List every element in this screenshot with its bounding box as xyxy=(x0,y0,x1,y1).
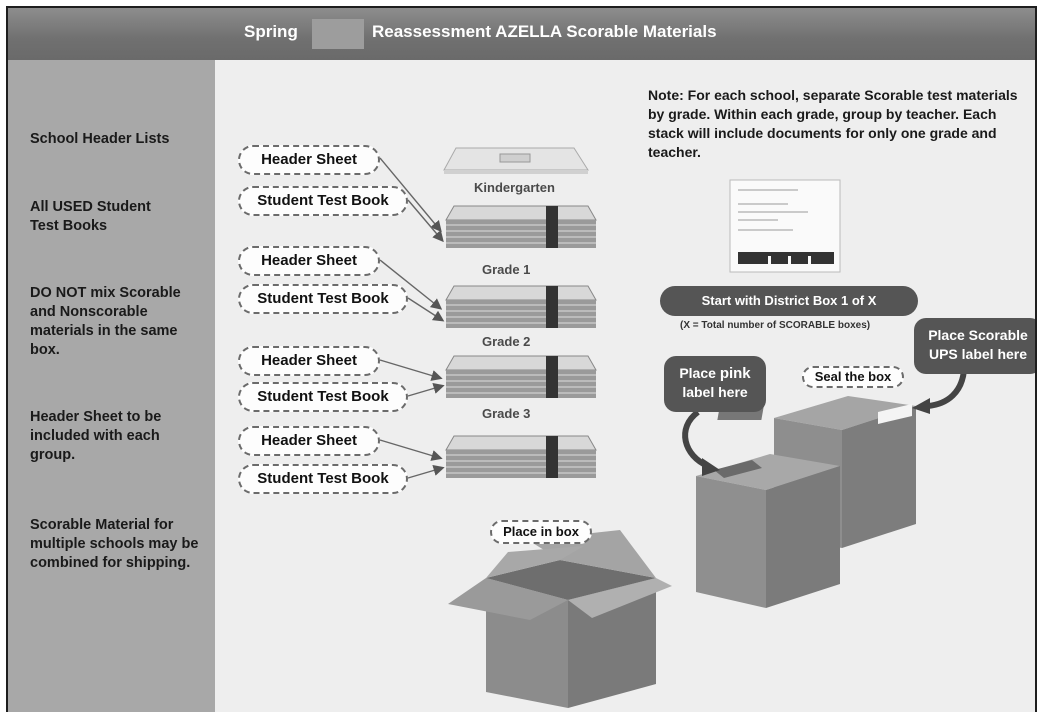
pink-label-text-c: label here xyxy=(682,384,748,400)
sidebar-item-used-books: All USED Student Test Books xyxy=(30,199,151,234)
district-box-pill: Start with District Box 1 of X xyxy=(660,286,918,316)
kindergarten-header-sheet-icon xyxy=(443,147,589,174)
caption-grade1: Grade 1 xyxy=(482,262,531,277)
caption-grade2: Grade 2 xyxy=(482,334,531,349)
caption-kindergarten: Kindergarten xyxy=(474,180,555,195)
open-box-icon xyxy=(448,530,672,708)
sidebar-item-header-sheet: Header Sheet to be included with each gr… xyxy=(30,409,162,463)
district-box-subtext: (X = Total number of SCORABLE boxes) xyxy=(680,320,871,331)
note-text: Note: For each school, separate Scorable… xyxy=(648,87,1018,160)
diagram-frame: Spring Reassessment AZELLA Scorable Mate… xyxy=(6,6,1037,712)
student-test-book-pill-1: Student Test Book xyxy=(238,284,408,314)
student-test-book-pill-k: Student Test Book xyxy=(238,186,408,216)
header-sheet-pill-2: Header Sheet xyxy=(238,346,380,376)
place-in-box-label: Place in box xyxy=(490,520,592,544)
title-bar: Spring Reassessment AZELLA Scorable Mate… xyxy=(8,8,1035,60)
title-right: Reassessment AZELLA Scorable Materials xyxy=(372,22,717,41)
stack-grade2-icon xyxy=(445,355,597,398)
ups-label-callout: Place Scorable UPS label here xyxy=(914,318,1035,374)
shipping-label-icon xyxy=(729,179,841,273)
header-sheet-pill-1: Header Sheet xyxy=(238,246,380,276)
pink-label-word: pink xyxy=(719,365,751,382)
pink-label-arrow xyxy=(682,409,710,469)
pill-to-stack-arrows xyxy=(379,157,445,479)
front-sealed-box-icon xyxy=(696,454,840,608)
stack-grade1-icon xyxy=(445,285,597,328)
sidebar-item-header-lists: School Header Lists xyxy=(30,131,170,147)
illustration-layer xyxy=(379,147,967,708)
pink-label-text-a: Place xyxy=(679,365,720,381)
pink-label-callout: Place pink label here xyxy=(664,356,766,412)
sidebar-item-do-not-mix: DO NOT mix Scorable and Nonscorable mate… xyxy=(30,285,181,358)
sidebar: School Header Lists All USED Student Tes… xyxy=(8,60,215,712)
sidebar-item-multiple-schools: Scorable Material for multiple schools m… xyxy=(30,517,199,571)
header-sheet-pill-k: Header Sheet xyxy=(238,145,380,175)
year-redaction-box xyxy=(312,19,364,49)
ups-label-arrow xyxy=(927,369,967,409)
header-sheet-pill-3: Header Sheet xyxy=(238,426,380,456)
stack-grade3-icon xyxy=(445,435,597,478)
student-test-book-pill-3: Student Test Book xyxy=(238,464,408,494)
stack-kindergarten-icon xyxy=(445,205,597,248)
caption-grade3: Grade 3 xyxy=(482,406,531,421)
student-test-book-pill-2: Student Test Book xyxy=(238,382,408,412)
title-left: Spring xyxy=(244,22,298,41)
seal-the-box-label: Seal the box xyxy=(802,366,904,388)
